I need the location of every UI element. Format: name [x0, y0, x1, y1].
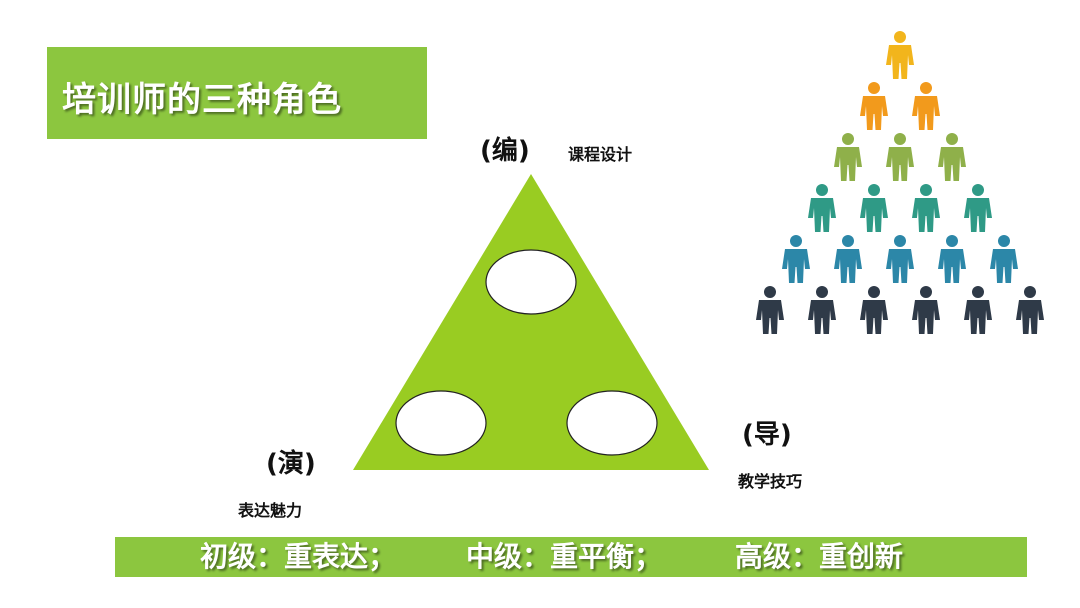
right-role-circle: [566, 390, 658, 456]
person-icon: [860, 184, 888, 232]
person-icon: [886, 31, 914, 79]
levels-banner: [115, 537, 1027, 577]
person-icon: [860, 82, 888, 130]
right-role-desc: 教学技巧: [738, 472, 803, 491]
left-role-circle: [395, 390, 487, 456]
person-icon: [808, 286, 836, 334]
people-pyramid-image: [756, 31, 1044, 334]
person-icon: [782, 235, 810, 283]
person-icon: [756, 286, 784, 334]
person-icon: [938, 133, 966, 181]
person-icon: [964, 286, 992, 334]
level-beginner: 初级：重表达；: [200, 540, 397, 573]
top-role-desc: 课程设计: [568, 145, 633, 164]
person-icon: [808, 184, 836, 232]
slide-title: 培训师的三种角色: [62, 80, 342, 120]
top-role-label: (编): [480, 136, 530, 166]
person-icon: [912, 82, 940, 130]
top-role-circle: [485, 249, 577, 315]
person-icon: [964, 184, 992, 232]
title-banner: [47, 47, 427, 139]
person-icon: [912, 286, 940, 334]
person-icon: [886, 235, 914, 283]
person-icon: [1016, 286, 1044, 334]
right-role-label: (导): [742, 420, 792, 450]
left-role-label: (演): [266, 449, 316, 479]
level-intermediate: 中级：重平衡；: [466, 540, 663, 573]
level-advanced: 高级：重创新: [735, 540, 904, 573]
person-icon: [834, 133, 862, 181]
person-icon: [912, 184, 940, 232]
person-icon: [886, 133, 914, 181]
person-icon: [990, 235, 1018, 283]
person-icon: [834, 235, 862, 283]
left-role-desc: 表达魅力: [238, 501, 303, 520]
person-icon: [860, 286, 888, 334]
person-icon: [938, 235, 966, 283]
